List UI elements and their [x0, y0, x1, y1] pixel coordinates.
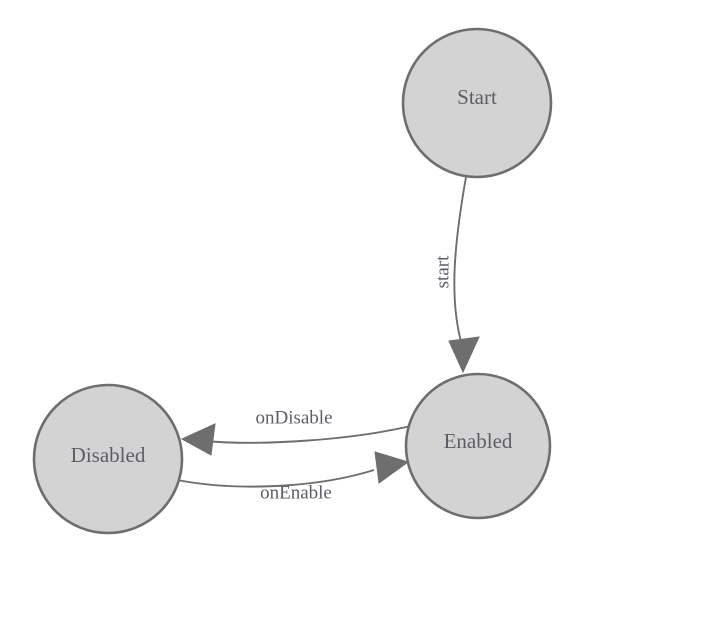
- edge-disabled-to-enabled[interactable]: onEnable: [176, 451, 410, 503]
- edge-label-start: start: [432, 255, 453, 288]
- state-node-start-shape: [401, 27, 553, 179]
- edge-label-ondisable: onDisable: [255, 407, 332, 428]
- state-node-disabled-label: Disabled: [71, 443, 146, 467]
- edge-disabled-to-enabled-arrowhead: [374, 451, 410, 484]
- edge-enabled-to-disabled-path: [203, 425, 412, 444]
- edge-enabled-to-disabled[interactable]: onDisable: [180, 407, 412, 456]
- state-node-start[interactable]: Start: [401, 27, 553, 179]
- edge-label-onenable: onEnable: [260, 482, 332, 503]
- edge-start-to-enabled[interactable]: start: [432, 176, 480, 374]
- state-node-enabled-label: Enabled: [444, 429, 513, 453]
- state-node-disabled-shape: [32, 383, 184, 535]
- edge-enabled-to-disabled-arrowhead: [180, 423, 216, 456]
- edge-start-to-enabled-arrowhead: [448, 336, 480, 374]
- edge-disabled-to-enabled-path: [176, 469, 375, 488]
- state-node-start-label: Start: [457, 85, 497, 109]
- state-node-enabled-shape: [404, 372, 552, 520]
- edge-start-to-enabled-path: [453, 176, 467, 346]
- state-node-enabled[interactable]: Enabled: [404, 372, 552, 520]
- state-node-disabled[interactable]: Disabled: [32, 383, 184, 535]
